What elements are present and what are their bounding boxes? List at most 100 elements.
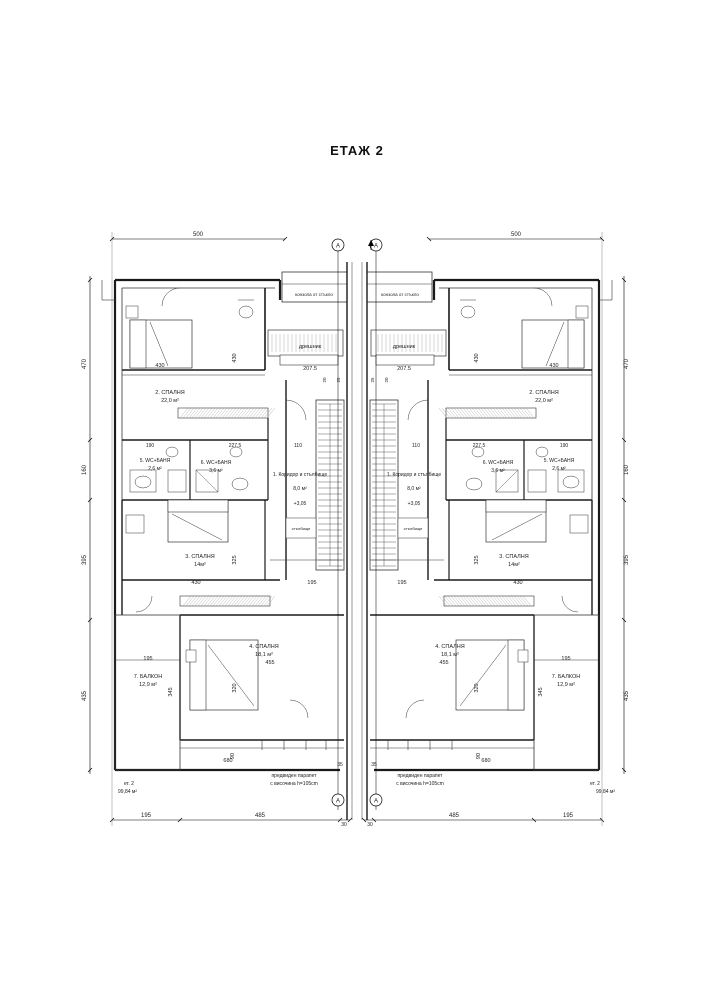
dim-tick [621,497,627,503]
dim-label: 455 [439,660,448,666]
nightstand [125,514,145,534]
shower [557,469,585,493]
wardrobe-hatch [456,595,466,607]
wardrobe-hatch [239,595,249,607]
dim-label: 430 [155,363,164,369]
room-name-wc6: 6. WC+БАНЯ [483,460,514,466]
partition-hatch [513,407,523,419]
plan-title: ЕТАЖ 2 [330,143,384,158]
room-area-corridor: 8,0 м² [293,486,307,492]
dim-label: 20 [322,377,327,383]
dim-tick [621,437,627,443]
dim-bottom-label: 195 [141,813,152,819]
partition-hatch [471,407,481,419]
dim-tick [87,767,93,773]
dim-left-label: 160 [82,464,88,475]
bed-headboard [167,499,229,513]
dim-tick [426,236,432,242]
dim-label: 345 [168,687,174,696]
dim-tick [87,497,93,503]
partition-hatch [209,407,219,419]
dim-label: 207.5 [303,366,317,372]
dim-left-label: 470 [624,358,630,369]
wardrobe-hatch [444,595,454,607]
level-label: +3,05 [294,501,307,507]
dim-tick [87,617,93,623]
room-area-wc6: 3,6 м² [209,468,223,474]
partition-hatch [254,407,264,419]
wardrobe-hatch [185,595,195,607]
cabinet [167,469,187,493]
dim-tick [621,617,627,623]
wardrobe-hatch [242,595,252,607]
glass-console [366,271,433,303]
wardrobe-hatch [501,595,511,607]
dim-label: 345 [538,687,544,696]
partition-hatch [456,407,466,419]
nightstand [575,305,589,319]
partition-hatch [450,407,460,419]
wardrobe-hatch [248,595,258,607]
floor-note: ет. 2 [590,781,600,787]
room-name-corridor: 1. Коридор и стълбище [273,472,327,478]
sink [562,475,580,489]
wardrobe-hatch [188,595,198,607]
wardrobe-hatch [227,595,237,607]
door-swing [533,287,553,307]
partition-hatch [492,407,502,419]
bed-headboard [567,319,585,369]
partition-hatch [221,407,231,419]
partition-hatch [486,407,496,419]
dim-tick [282,236,288,242]
toilet [471,446,485,458]
wardrobe-hatch [260,595,270,607]
partition-hatch [197,407,207,419]
dim-bottom-label: 30 [367,822,373,828]
section-marker-circle [331,793,345,807]
wardrobe-hatch [441,595,451,607]
dim-label: 190 [560,443,569,449]
wardrobe-hatch [450,595,460,607]
shower-diag [495,469,519,493]
door-swing [161,287,181,307]
nightstand [569,514,589,534]
partition-hatch [468,407,478,419]
wardrobe-hatch [447,595,457,607]
wardrobe-hatch [489,595,499,607]
dim-label: 430 [474,353,480,362]
wardrobe [370,329,447,357]
glass-console [281,271,348,303]
section-marker-label: A [336,799,340,805]
partition-hatch [233,407,243,419]
room-area-bed4: 18,1 м² [255,652,273,658]
stair-label-box [397,517,429,539]
dim-label: 430 [549,363,558,369]
wardrobe-hatch [194,595,204,607]
wardrobe-label-box [375,354,435,366]
dim-label: 90 [476,753,482,759]
balcony-outline [114,614,181,771]
floor-area: 99,84 м² [118,789,137,795]
room-area-corridor: 8,0 м² [407,486,421,492]
dim-tick [347,817,353,823]
dim-label: 320 [474,683,480,692]
partition-hatch [185,407,195,419]
partition-hatch [519,407,529,419]
wardrobe-hatch [498,595,508,607]
north-arrow-icon [368,240,374,250]
section-marker-label: A [336,244,340,250]
wardrobe-hatch [197,595,207,607]
nightstand [185,649,197,663]
dim-label: 25 [370,377,375,383]
glass-console-label: конзола от стъкло [381,292,419,297]
partition-hatch [507,407,517,419]
room-area-bed3: 14м² [508,562,520,568]
partition-hatch [212,407,222,419]
partition-hatch [251,407,261,419]
wardrobe-hatch [233,595,243,607]
dim-left-label: 435 [82,690,88,701]
section-marker-circle [369,793,383,807]
dim-bottom-label: 30 [341,822,347,828]
wardrobe-hatch [483,595,493,607]
